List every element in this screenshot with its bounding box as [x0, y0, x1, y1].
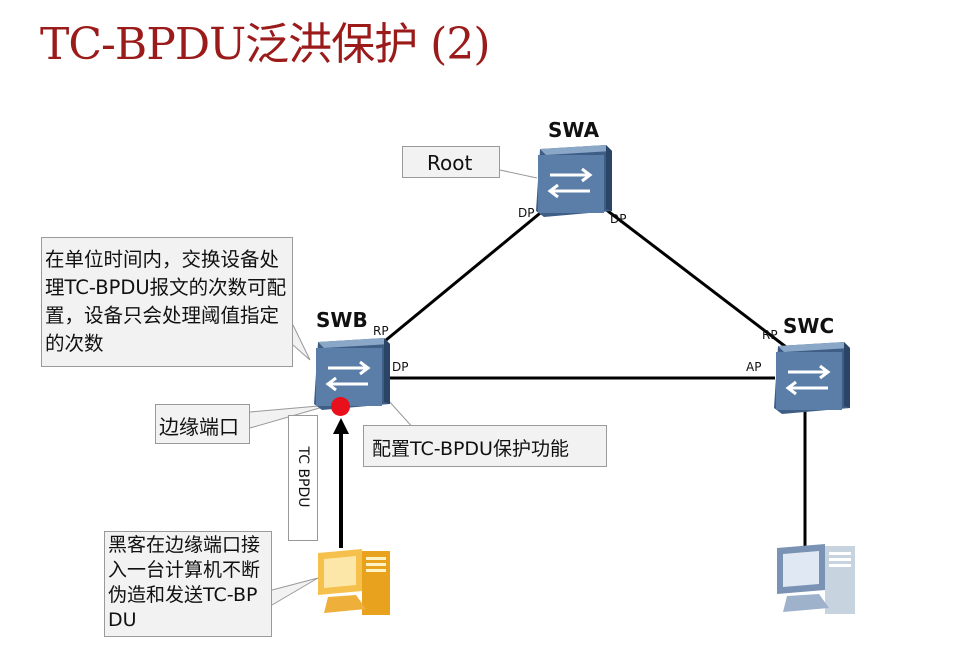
tc-bpdu-label-box — [288, 415, 318, 541]
link-swa-swc — [599, 203, 791, 352]
threshold-callout-text: 在单位时间内，交换设备处理TC-BPDU报文的次数可配置，设备只会处理阈值指定的… — [45, 248, 287, 355]
swc-port-left: AP — [746, 360, 762, 374]
swc-switch — [770, 340, 850, 419]
root-pointer — [499, 169, 538, 179]
swa-port-right: DP — [610, 212, 627, 226]
hacker-callout: 黑客在边缘端口接入一台计算机不断伪造和发送TC-BPDU — [104, 531, 272, 637]
switch-icon — [774, 342, 850, 414]
edge-port-callout: 边缘端口 — [155, 404, 250, 444]
threshold-pointer — [292, 324, 311, 361]
link-swa-swb — [379, 203, 551, 347]
hacker-callout-text: 黑客在边缘端口接入一台计算机不断伪造和发送TC-BPDU — [108, 534, 261, 631]
swb-label: SWB — [316, 308, 368, 332]
config-callout-text: 配置TC-BPDU保护功能 — [372, 438, 569, 460]
swb-switch — [310, 336, 390, 415]
swb-port-top: RP — [373, 324, 389, 338]
tc-bpdu-arrow-head — [333, 418, 349, 434]
edge-port-dot — [331, 397, 350, 416]
swc-port-top: RP — [762, 328, 778, 342]
threshold-callout: 在单位时间内，交换设备处理TC-BPDU报文的次数可配置，设备只会处理阈值指定的… — [41, 237, 293, 367]
swa-label: SWA — [548, 118, 600, 142]
root-callout-text: Root — [427, 151, 473, 175]
swb-port-right: DP — [392, 360, 409, 374]
hacker-computer — [316, 545, 396, 624]
swc-label: SWC — [783, 314, 835, 338]
edge-port-callout-text: 边缘端口 — [159, 415, 239, 439]
switch-icon — [314, 338, 390, 410]
swa-port-left: DP — [518, 206, 535, 220]
swa-switch — [532, 143, 612, 222]
hacker-pointer — [271, 577, 319, 606]
computer-icon — [318, 549, 390, 615]
computer-icon — [777, 544, 855, 614]
tc-bpdu-label: TC BPDU — [295, 446, 311, 508]
user-computer — [775, 540, 860, 624]
config-callout: 配置TC-BPDU保护功能 — [363, 425, 607, 467]
page-title: TC-BPDU泛洪保护 (2) — [40, 19, 490, 70]
switch-icon — [536, 145, 612, 217]
root-callout: Root — [402, 146, 500, 178]
